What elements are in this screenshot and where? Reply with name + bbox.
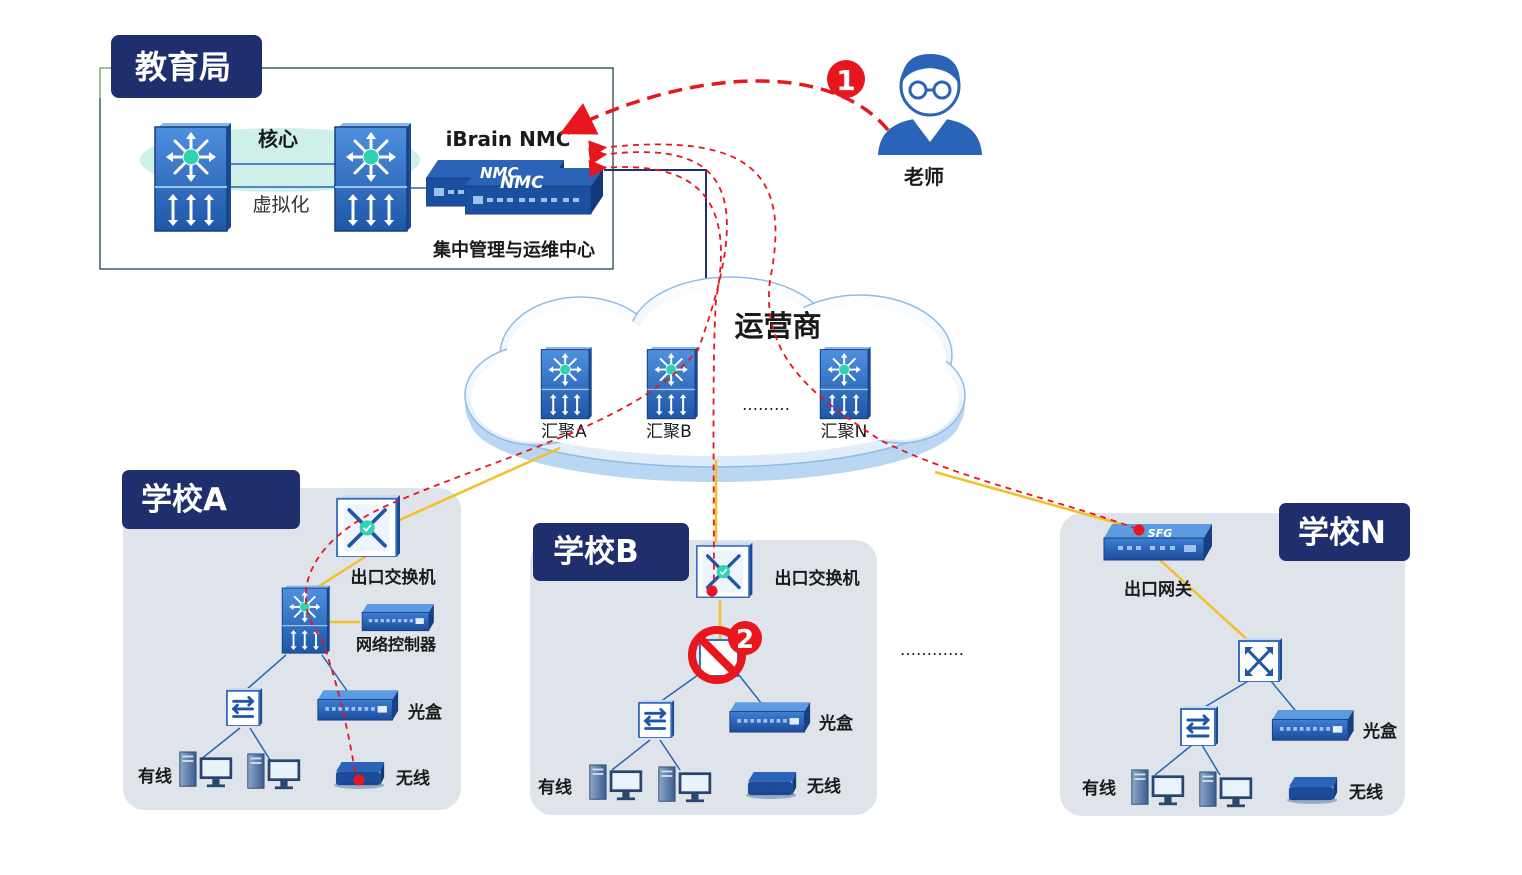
svg-text:学校A: 学校A: [141, 482, 227, 518]
school-a-optical-box[interactable]: [317, 690, 399, 721]
school-b-optical-label: 光盒: [818, 713, 854, 734]
nmc-badge-back: NMC: [480, 164, 519, 182]
path-endpoints: [353, 524, 1145, 786]
school-a-network-controller[interactable]: [361, 604, 435, 632]
school-n-optical-box[interactable]: [1271, 710, 1355, 741]
bureau-title: 教育局: [135, 48, 231, 86]
core-label: 核心: [258, 127, 298, 151]
nmc-title: iBrain NMC: [446, 127, 571, 151]
nmc-badge-front: NMC: [500, 173, 544, 193]
step-2-badge: 2: [728, 621, 762, 655]
school-n-wired-label: 有线: [1082, 778, 1116, 799]
aggregation-switch-n[interactable]: [819, 347, 872, 420]
school-n-egress-gateway[interactable]: SFG: [1103, 524, 1212, 561]
aggregation-b-label: 汇聚B: [646, 422, 692, 442]
school-n-wireless-label: 无线: [1348, 782, 1383, 803]
teacher-label: 老师: [904, 165, 944, 189]
school-n-optical-label: 光盒: [1362, 721, 1398, 742]
nmc-center-label: 集中管理与运维中心: [432, 239, 595, 261]
core-switch-right[interactable]: [333, 123, 413, 233]
school-b-egress-label: 出口交换机: [775, 568, 860, 589]
access-links: [199, 654, 1301, 776]
core-switch-left[interactable]: [153, 123, 233, 233]
aggregation-a-label: 汇聚A: [541, 422, 587, 442]
aggregation-switch-a[interactable]: [540, 347, 593, 420]
carrier-label: 运营商: [734, 309, 821, 343]
school-b-egress-switch[interactable]: [696, 542, 754, 598]
school-a-egress-label: 出口交换机: [351, 567, 436, 588]
school-n-title-tab: 学校N: [1279, 503, 1410, 561]
school-b-wireless-label: 无线: [806, 776, 841, 797]
step-1-badge: 1: [827, 60, 865, 98]
school-n-switch[interactable]: [1238, 638, 1284, 682]
school-a-title-tab: 学校A: [122, 470, 300, 529]
svg-text:2: 2: [736, 625, 754, 655]
management-paths: [304, 140, 1141, 779]
school-n-access-switch[interactable]: [1180, 706, 1220, 746]
school-b-blocked-switch[interactable]: [688, 626, 746, 684]
school-b-wireless-ap[interactable]: [746, 771, 797, 799]
school-a-controller-label: 网络控制器: [356, 635, 437, 654]
school-a-egress-switch[interactable]: [336, 495, 402, 557]
physical-links: [309, 446, 1253, 645]
school-a-optical-label: 光盒: [407, 702, 443, 723]
school-b-optical-box[interactable]: [729, 702, 811, 733]
schools-ellipsis: …………: [900, 640, 964, 659]
svg-text:学校N: 学校N: [1298, 515, 1386, 551]
school-b-access-switch[interactable]: [638, 700, 676, 738]
school-n-gateway-label: 出口网关: [1124, 579, 1192, 600]
school-a-wired-label: 有线: [138, 766, 172, 787]
aggregation-ellipsis: ………: [742, 395, 790, 414]
svg-text:学校B: 学校B: [553, 534, 639, 570]
nmc-appliance[interactable]: NMC NMC: [426, 160, 604, 215]
teacher-icon: [878, 54, 982, 155]
virtualization-label: 虚拟化: [252, 194, 309, 216]
school-b-title-tab: 学校B: [533, 523, 689, 581]
gateway-badge: SFG: [1148, 527, 1172, 540]
school-a-wireless-label: 无线: [395, 768, 430, 789]
school-n-wireless-ap[interactable]: [1287, 776, 1338, 804]
aggregation-n-label: 汇聚N: [821, 422, 868, 442]
school-a-access-switch[interactable]: [226, 688, 264, 726]
carrier-cloud: [464, 276, 966, 482]
svg-text:1: 1: [836, 64, 855, 97]
nmc-uplink: [604, 169, 707, 305]
school-b-wired-label: 有线: [538, 777, 572, 798]
bureau-title-tab: 教育局: [111, 35, 262, 98]
